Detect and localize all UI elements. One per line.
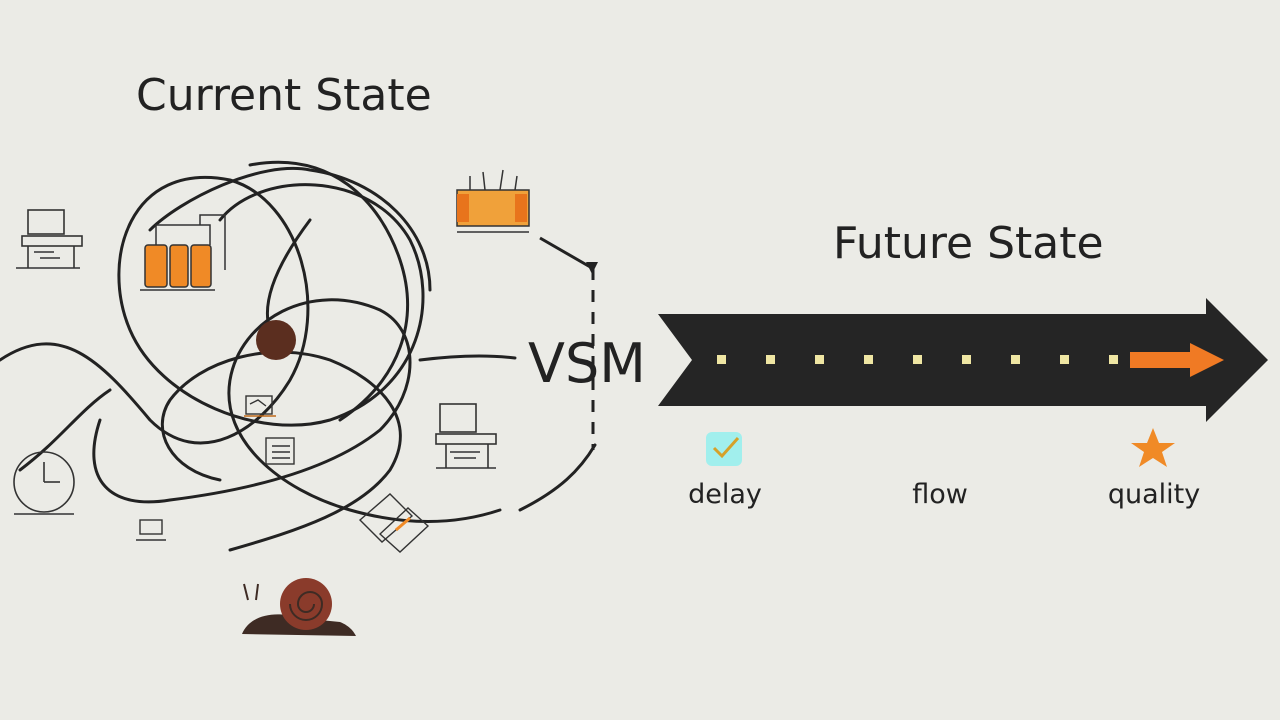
flow-dot — [864, 355, 873, 364]
benefit-label-flow: flow — [912, 479, 968, 510]
small-tool-icon — [136, 519, 166, 541]
flow-dot — [962, 355, 971, 364]
star-icon — [1131, 428, 1175, 467]
connector-arrowhead-icon — [586, 262, 598, 274]
workstation-icon — [16, 209, 83, 269]
clock-icon — [13, 451, 75, 515]
flow-dots — [717, 355, 1118, 364]
control-panel-icon — [435, 403, 497, 469]
flow-dot — [815, 355, 824, 364]
checkmark-badge-icon — [706, 432, 742, 466]
production-boxes-icon — [456, 169, 530, 233]
scattered-papers-icon — [358, 493, 430, 553]
bottleneck-ball-icon — [256, 320, 296, 360]
flow-dot — [717, 355, 726, 364]
benefit-label-delay: delay — [688, 479, 762, 510]
document-icon — [244, 395, 276, 417]
flow-dot — [1011, 355, 1020, 364]
future-state-title: Future State — [833, 218, 1104, 269]
tangled-process-lines — [0, 160, 597, 552]
checklist-icon — [265, 437, 295, 465]
vsm-label: VSM — [528, 332, 646, 395]
current-state-title: Current State — [136, 70, 432, 121]
benefit-label-quality: quality — [1108, 479, 1200, 510]
snail-icon — [242, 578, 356, 636]
flow-dot — [913, 355, 922, 364]
storage-tanks-icon — [140, 214, 226, 291]
small-orange-arrow-icon — [1130, 343, 1224, 377]
dashed-connector — [539, 236, 595, 450]
flow-dot — [1109, 355, 1118, 364]
flow-dot — [766, 355, 775, 364]
flow-dot — [1060, 355, 1069, 364]
